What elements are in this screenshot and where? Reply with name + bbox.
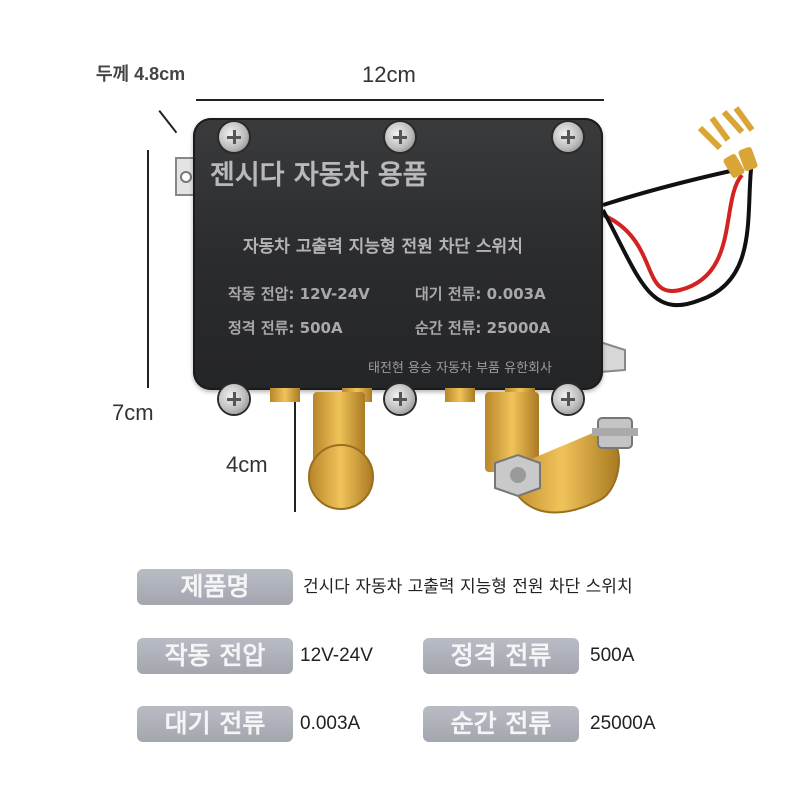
instant-label: 순간 전류 — [423, 706, 579, 742]
voltage-value: 12V-24V — [300, 645, 373, 666]
standby-value: 0.003A — [300, 713, 361, 734]
device-standby: 대기 전류: 0.003A — [415, 285, 546, 303]
width-label: 12cm — [362, 62, 416, 87]
screw-icon — [219, 122, 249, 152]
instant-value: 25000A — [590, 713, 656, 734]
standby-label: 대기 전류 — [137, 706, 293, 742]
product-name-value: 건시다 자동차 고출력 지능형 전원 차단 스위치 — [303, 577, 633, 597]
device-rated: 정격 전류: 500A — [228, 319, 343, 337]
screw-icon — [553, 122, 583, 152]
rated-label: 정격 전류 — [423, 638, 579, 674]
thickness-label: 두께 4.8cm — [96, 64, 186, 84]
screw-icon — [553, 384, 583, 414]
height-label: 7cm — [112, 400, 154, 425]
screw-icon — [385, 122, 415, 152]
product-name-label: 제품명 — [137, 569, 293, 605]
screw-icon — [385, 384, 415, 414]
voltage-label: 작동 전압 — [137, 638, 293, 674]
rated-value: 500A — [590, 645, 635, 666]
device-subtitle: 자동차 고출력 지능형 전원 차단 스위치 — [243, 237, 523, 257]
brand-text: 젠시다 자동차 용품 — [210, 160, 428, 191]
terminal-length-label: 4cm — [226, 452, 268, 477]
maker-text: 태전현 용승 자동차 부품 유한회사 — [368, 361, 552, 376]
switch-body — [193, 118, 603, 390]
screw-icon — [219, 384, 249, 414]
height-line — [147, 150, 149, 388]
device-voltage: 작동 전압: 12V-24V — [228, 285, 370, 303]
terminal-length-line — [294, 400, 296, 512]
device-instant: 순간 전류: 25000A — [415, 319, 551, 337]
width-line — [196, 99, 604, 101]
